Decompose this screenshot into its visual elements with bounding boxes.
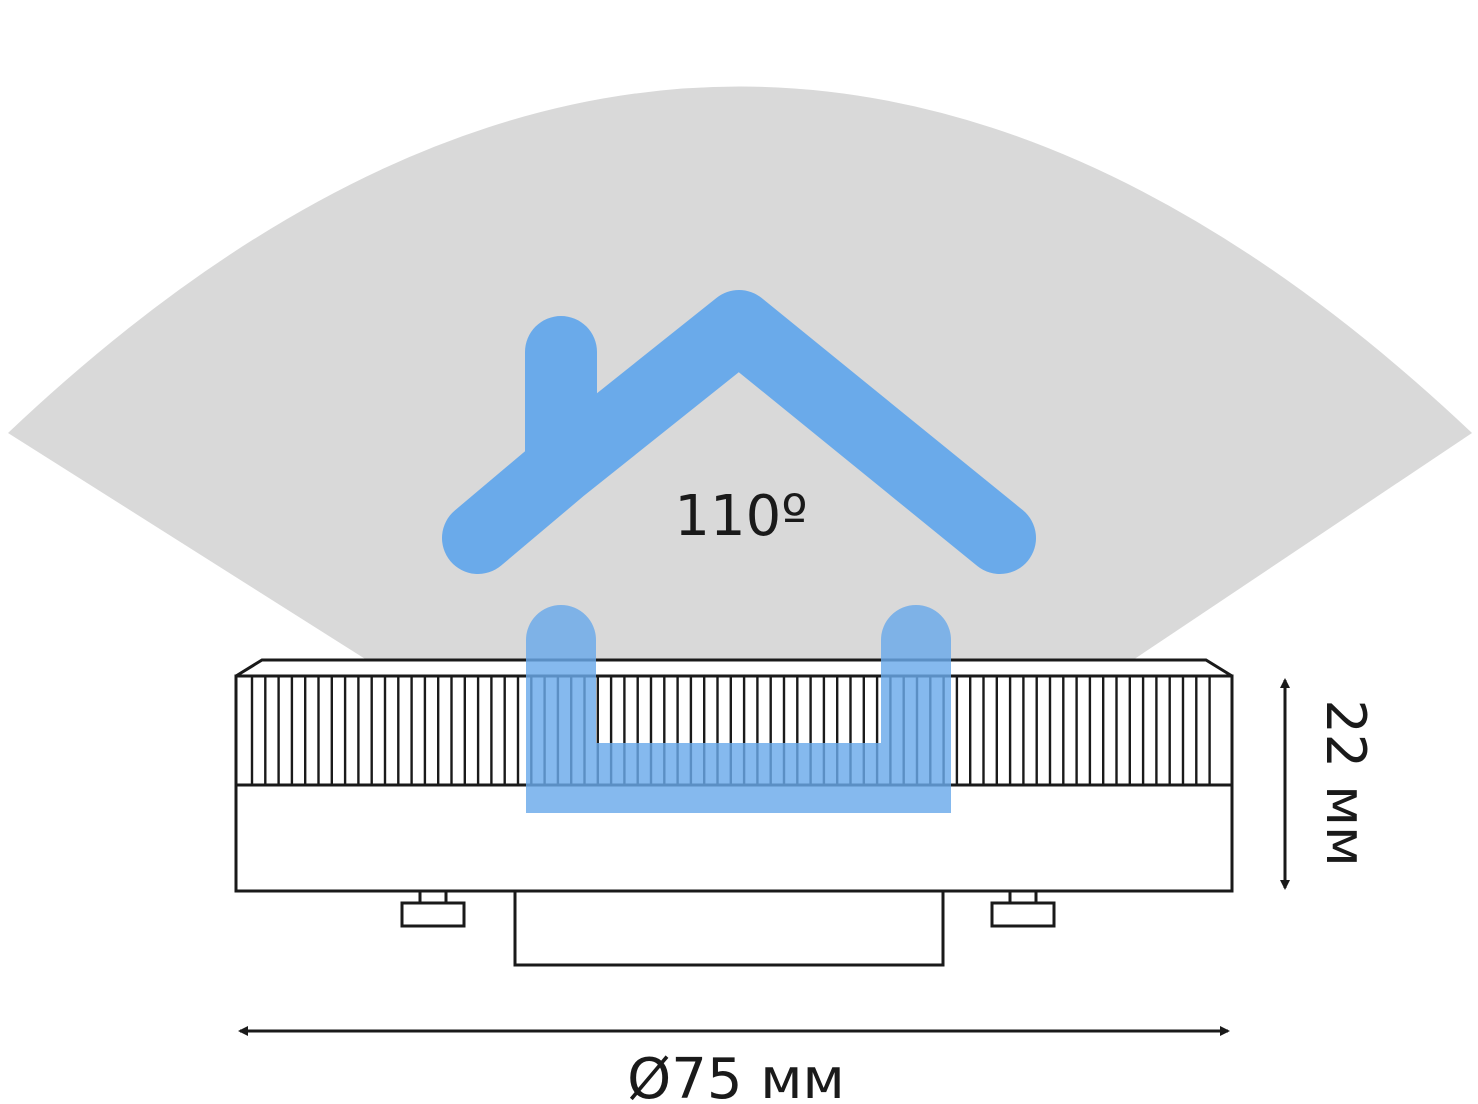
diameter-dimension-label: Ø75 мм <box>627 1047 845 1104</box>
lamp-top-bevel <box>235 658 1233 678</box>
left-pin-head <box>400 901 466 928</box>
house-walls <box>526 605 951 813</box>
height-dimension-label: 22 мм <box>1314 699 1377 866</box>
house-roof <box>442 290 1036 574</box>
lamp-base-block <box>513 889 945 967</box>
beam-cone <box>8 86 1472 662</box>
beam-angle-label: 110º <box>674 484 807 549</box>
right-pin-stem <box>1008 889 1038 905</box>
house-icon <box>442 290 1036 574</box>
right-pin-head <box>990 901 1056 928</box>
left-pin-stem <box>418 889 448 905</box>
